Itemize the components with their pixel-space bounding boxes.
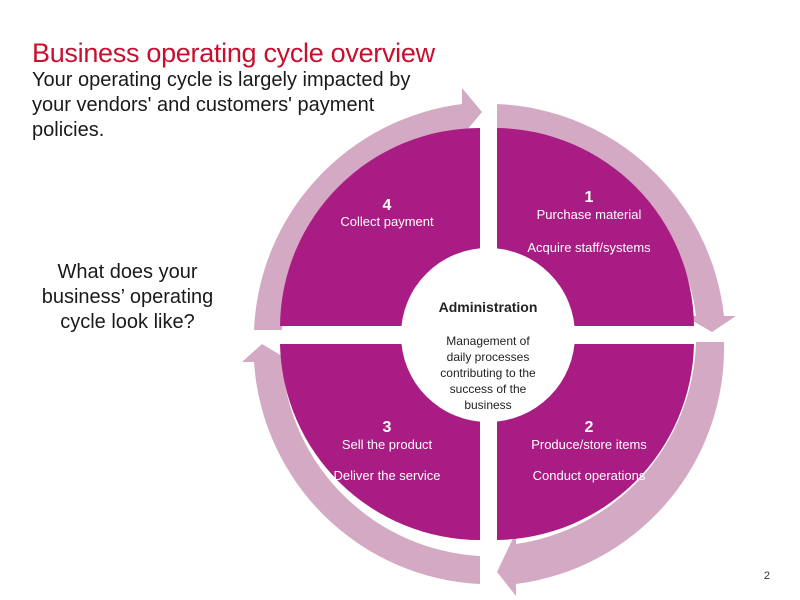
arrow-top-right [497, 104, 736, 332]
slide-subtitle: Your operating cycle is largely impacted… [32, 69, 411, 141]
quadrant-1-line: Purchase material [537, 207, 642, 222]
arrow-bottom-right [497, 342, 725, 596]
quadrant-1-line: Acquire staff/systems [527, 240, 651, 255]
quadrant-2-line: Produce/store items [531, 437, 647, 452]
quadrant-4-line: Collect payment [340, 214, 434, 229]
cycle-arrows [242, 88, 736, 596]
center-line: success of the [450, 382, 527, 396]
quadrant-1-number: 1 [585, 189, 594, 206]
quadrant-2-line: Conduct operations [533, 468, 646, 483]
slide-title: Business operating cycle overview [32, 38, 435, 68]
quadrant-3-number: 3 [383, 419, 392, 436]
center-title: Administration [439, 299, 538, 315]
question-text: What does your business’ operating cycle… [41, 261, 214, 333]
center-circle [401, 248, 575, 422]
page-number: 2 [763, 570, 770, 582]
center-line: contributing to the [440, 366, 536, 380]
center-line: daily processes [447, 350, 530, 364]
arrow-bottom-left [242, 344, 480, 584]
quadrant-2-number: 2 [585, 419, 594, 436]
quadrant-4-number: 4 [383, 197, 392, 214]
quadrant-3-line: Sell the product [342, 437, 433, 452]
center-line: Management of [446, 334, 530, 348]
quadrant-3-line: Deliver the service [334, 468, 441, 483]
arrow-top-left [254, 88, 482, 330]
center-line: business [464, 398, 511, 412]
